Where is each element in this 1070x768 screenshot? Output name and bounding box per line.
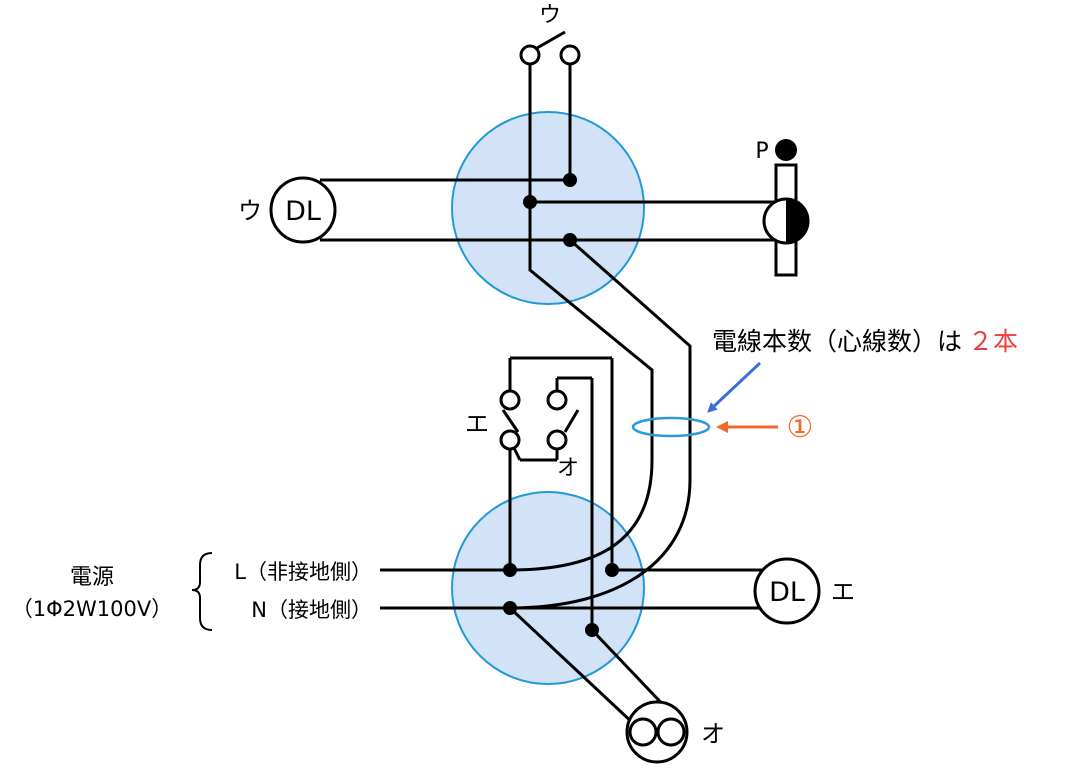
outlet-o <box>508 606 689 764</box>
outlet-o-label: オ <box>701 720 725 748</box>
power-brace <box>191 552 213 631</box>
power-spec-label: （1Φ2W100V） <box>12 597 172 621</box>
pilot-switch-p <box>762 139 810 277</box>
callout-text-main: 電線本数（心線数）は <box>712 327 962 356</box>
dl-e-text: DL <box>769 577 805 608</box>
wire-count-ring <box>631 416 711 438</box>
dl-u-label: ウ <box>238 197 262 225</box>
wire-down-inner <box>509 238 692 610</box>
callout-arrow-blue <box>707 361 762 413</box>
line-n-label: N（接地側） <box>251 598 372 622</box>
downlight-e <box>510 557 821 625</box>
downlight-u <box>269 176 570 244</box>
switch-o-label: オ <box>557 456 579 481</box>
power-label: 電源 <box>70 565 114 590</box>
callout-marker: ① <box>787 410 814 445</box>
line-l-label: L（非接地側） <box>234 560 372 584</box>
switch-u <box>519 30 581 202</box>
switch-e-label: エ <box>465 410 489 438</box>
wire-down-outer <box>509 202 654 572</box>
dl-u-text: DL <box>285 196 321 227</box>
switch-u-label: ウ <box>539 3 561 28</box>
callout-text-count: ２本 <box>968 327 1018 356</box>
pilot-label: P <box>755 139 768 164</box>
dl-e-label: エ <box>831 578 855 606</box>
connection-dots <box>503 173 619 637</box>
junction-box-top <box>451 111 645 305</box>
switch-e-o <box>499 356 614 630</box>
